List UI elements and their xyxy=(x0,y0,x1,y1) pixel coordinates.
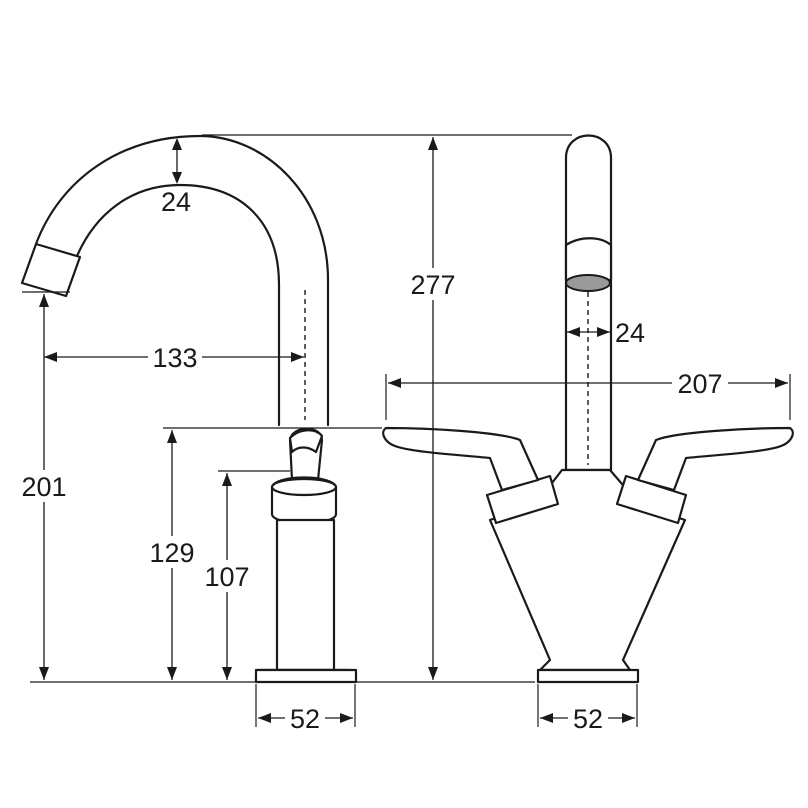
dim-side-base-width: 52 xyxy=(290,704,320,734)
dim-side-body-height: 107 xyxy=(204,562,249,592)
side-base-foot xyxy=(254,668,358,684)
side-body xyxy=(275,518,336,672)
side-outlet-nozzle xyxy=(20,242,82,298)
side-cap-rim xyxy=(270,477,338,497)
dim-front-handle-span: 207 xyxy=(677,369,722,399)
front-spout-band xyxy=(564,237,613,282)
dim-side-overall-height: 277 xyxy=(410,270,455,300)
dim-front-outlet-diameter: 24 xyxy=(615,318,645,348)
front-base xyxy=(536,668,640,684)
front-right-lever xyxy=(636,426,794,492)
front-left-lever xyxy=(382,426,540,492)
dim-side-handle-height: 129 xyxy=(149,538,194,568)
dim-side-spout-thickness: 24 xyxy=(161,187,191,217)
dim-side-outlet-height: 201 xyxy=(21,472,66,502)
dim-front-base-width: 52 xyxy=(573,704,603,734)
dim-side-reach: 133 xyxy=(152,343,197,373)
front-outlet-aerator xyxy=(565,274,611,292)
front-view xyxy=(382,134,794,684)
side-spout-inner xyxy=(75,183,281,427)
side-lever-top xyxy=(288,429,324,454)
side-spout-outer xyxy=(34,134,330,427)
dimension-lines: 24 277 133 201 129 107 xyxy=(18,134,791,734)
front-body xyxy=(488,468,687,672)
side-view xyxy=(20,134,358,684)
